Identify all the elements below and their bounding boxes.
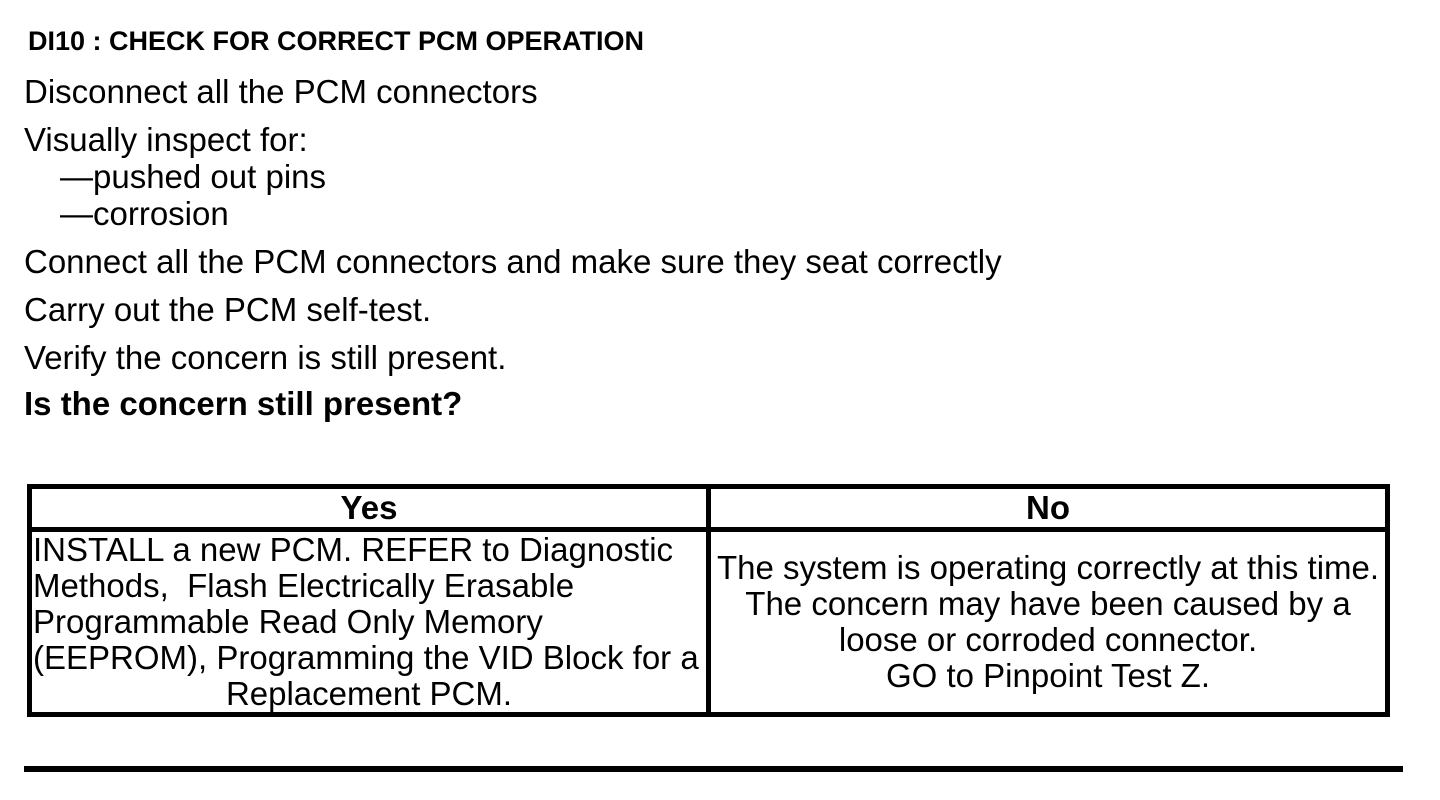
no-action-line: loose or corroded connector. — [838, 621, 1258, 658]
yes-action-line: Programmable Read Only Memory — [33, 603, 543, 640]
no-column-header: No — [706, 484, 1390, 532]
step-disconnect-connectors: Disconnect all the PCM connectors — [24, 73, 538, 110]
step-visual-inspection-group: Visually inspect for: —pushed out pins —… — [24, 121, 1420, 232]
step-verify-concern: Verify the concern is still present. — [24, 339, 507, 376]
step-visually-inspect: Visually inspect for: — [24, 121, 308, 158]
page-title: DI10 : CHECK FOR CORRECT PCM OPERATION — [28, 26, 645, 56]
no-action-line: The concern may have been caused by a — [745, 585, 1351, 622]
results-header-row: Yes No — [27, 484, 1390, 532]
yes-action-line: Replacement PCM. — [225, 675, 513, 712]
step-connect-connectors: Connect all the PCM connectors and make … — [24, 243, 1002, 280]
yes-column-header: Yes — [27, 484, 711, 532]
yes-action-line: (EEPROM), Programming the VID Block for … — [33, 639, 699, 676]
yes-action-cell: INSTALL a new PCM. REFER to Diagnostic M… — [27, 527, 711, 717]
pinpoint-test-document: DI10 : CHECK FOR CORRECT PCM OPERATION D… — [24, 26, 1420, 772]
results-table: Yes No INSTALL a new PCM. REFER to Diagn… — [27, 484, 1390, 717]
yes-action-line: INSTALL a new PCM. REFER to Diagnostic — [33, 531, 674, 568]
inspect-item-corrosion: —corrosion — [60, 195, 229, 232]
step-self-test: Carry out the PCM self-test. — [24, 291, 432, 328]
decision-question: Is the concern still present? — [24, 385, 463, 422]
bottom-divider — [24, 766, 1403, 772]
no-action-cell: The system is operating correctly at thi… — [706, 527, 1390, 717]
yes-action-line: Methods, Flash Electrically Erasable — [33, 567, 575, 604]
results-action-row: INSTALL a new PCM. REFER to Diagnostic M… — [27, 527, 1390, 717]
no-action-line: The system is operating correctly at thi… — [716, 549, 1380, 586]
no-action-line: GO to Pinpoint Test Z. — [885, 657, 1211, 694]
inspect-item-pushed-out-pins: —pushed out pins — [60, 158, 327, 195]
